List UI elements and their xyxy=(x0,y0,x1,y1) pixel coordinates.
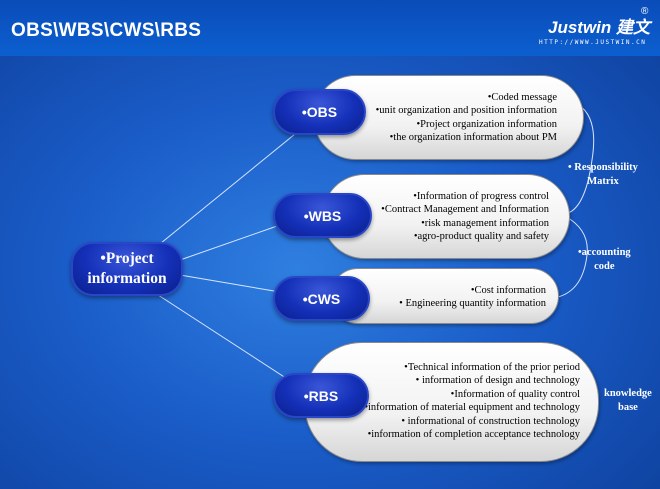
obs-item: •unit organization and position informat… xyxy=(375,105,557,117)
responsibility-line2: Matrix xyxy=(587,175,619,187)
cws-item: • Engineering quantity information xyxy=(399,298,546,310)
rbs-item: •information of completion acceptance te… xyxy=(367,429,580,441)
page-title: OBS\WBS\CWS\RBS xyxy=(11,20,202,41)
accounting-line2: code xyxy=(594,260,615,272)
rbs-item: • information of design and technology xyxy=(415,375,580,387)
knowledge-line2: base xyxy=(618,401,638,413)
rbs-node: •RBS xyxy=(273,373,369,418)
obs-item: •the organization information about PM xyxy=(389,132,557,144)
accounting-line1: •accounting xyxy=(578,247,631,258)
project-node-line2: information xyxy=(87,270,167,287)
brace-responsibility xyxy=(564,100,595,215)
rbs-item-list: •Technical information of the prior peri… xyxy=(364,361,580,441)
knowledge-base-label: knowledge base xyxy=(604,387,652,414)
connector-rbs xyxy=(154,292,293,383)
brand-logo: Justwin 建文 xyxy=(548,13,650,38)
wbs-item: •Contract Management and Information xyxy=(381,204,549,216)
rbs-item: •Information of quality control xyxy=(450,388,580,400)
project-node-line1: •Project xyxy=(100,250,154,267)
connector-obs xyxy=(149,129,301,253)
brand-latin: Justwin xyxy=(548,18,612,37)
brand-url: HTTP://WWW.JUSTWIN.CN xyxy=(539,39,647,46)
wbs-item: •Information of progress control xyxy=(413,191,549,202)
wbs-item: •agro-product quality and safety xyxy=(413,231,549,243)
responsibility-matrix-label: • Responsibility Matrix xyxy=(568,161,638,188)
cws-item: •Cost information xyxy=(470,285,546,296)
project-information-node: •Project information xyxy=(71,242,183,296)
header-bar xyxy=(0,0,660,56)
brand-cjk: 建文 xyxy=(616,18,651,37)
obs-item: •Coded message xyxy=(487,92,557,103)
cws-node: •CWS xyxy=(273,276,370,321)
obs-node: •OBS xyxy=(273,89,366,135)
rbs-item: •information of material equipment and t… xyxy=(364,402,580,414)
wbs-item-list: •Information of progress control •Contra… xyxy=(381,190,549,244)
wbs-item: •risk management information xyxy=(421,217,549,229)
obs-item-list: •Coded message •unit organization and po… xyxy=(376,91,557,145)
knowledge-line1: knowledge xyxy=(604,388,652,399)
obs-capsule: •Coded message •unit organization and po… xyxy=(313,75,584,160)
rbs-item: •Technical information of the prior peri… xyxy=(404,362,580,373)
cws-item-list: •Cost information • Engineering quantity… xyxy=(399,284,546,311)
connector-wbs xyxy=(179,224,281,261)
accounting-code-label: •accounting code xyxy=(578,246,631,273)
connector-cws xyxy=(179,274,281,293)
obs-item: •Project organization information xyxy=(416,118,557,130)
rbs-item: • informational of construction technolo… xyxy=(401,415,580,427)
brace-accounting xyxy=(557,215,588,298)
wbs-node: •WBS xyxy=(273,193,372,238)
responsibility-line1: • Responsibility xyxy=(568,162,638,173)
registered-mark: ® xyxy=(641,6,649,17)
